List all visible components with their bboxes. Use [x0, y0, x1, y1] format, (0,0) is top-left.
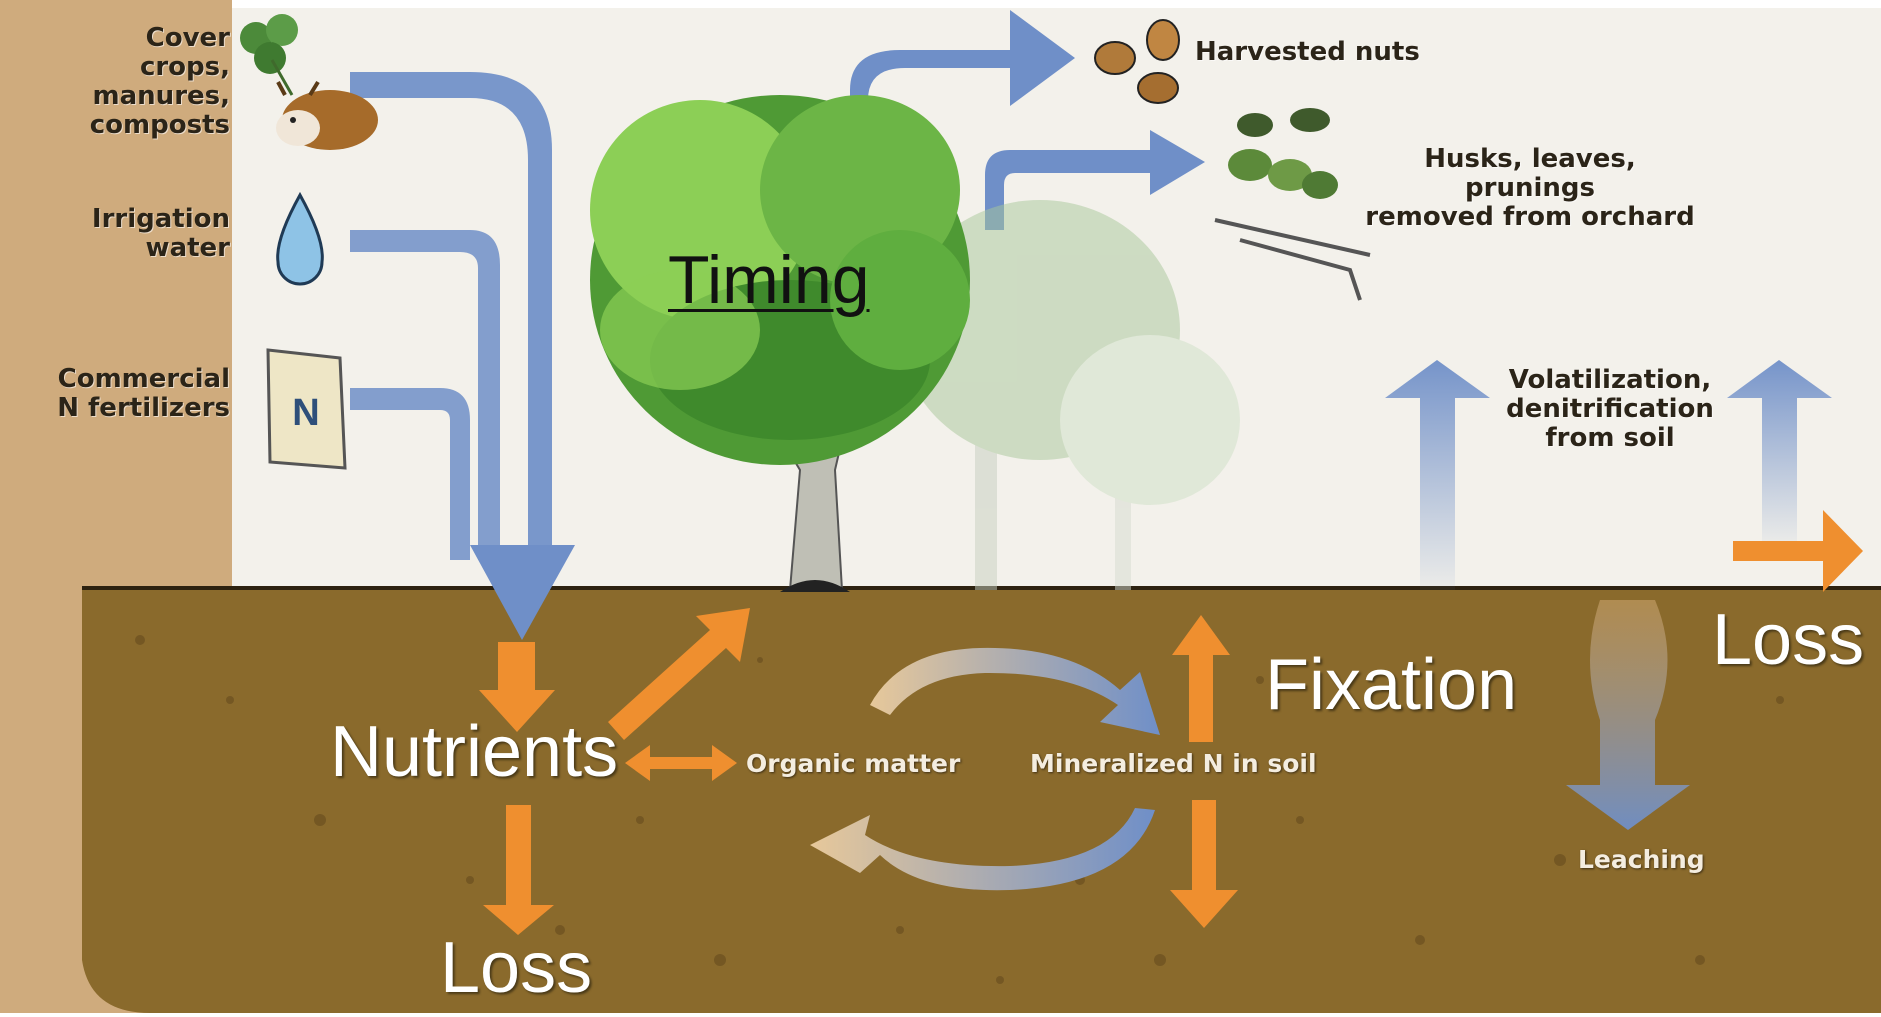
irrigation-water-label: Irrigation water: [70, 205, 230, 263]
timing-label: Timing: [668, 242, 870, 318]
organic-matter-label: Organic matter: [746, 750, 960, 778]
leaching-label: Leaching: [1578, 846, 1705, 874]
husks-leaves-label: Husks, leaves, prunings removed from orc…: [1360, 145, 1700, 232]
loss-right-label: Loss: [1712, 600, 1864, 681]
fertilizer-bag-icon: N: [268, 350, 345, 468]
loss-bottom-label: Loss: [440, 928, 592, 1009]
volatilization-label: Volatilization, denitrification from soi…: [1500, 366, 1720, 453]
harvested-nuts-label: Harvested nuts: [1195, 38, 1420, 67]
cover-crops-label: Cover crops, manures, composts: [70, 24, 230, 140]
fixation-label: Fixation: [1265, 645, 1517, 726]
mineralized-n-label: Mineralized N in soil: [1030, 750, 1317, 778]
fertilizer-bag-letter: N: [292, 392, 319, 434]
fertilizers-label: Commercial N fertilizers: [50, 365, 230, 423]
nutrients-label: Nutrients: [330, 712, 618, 793]
